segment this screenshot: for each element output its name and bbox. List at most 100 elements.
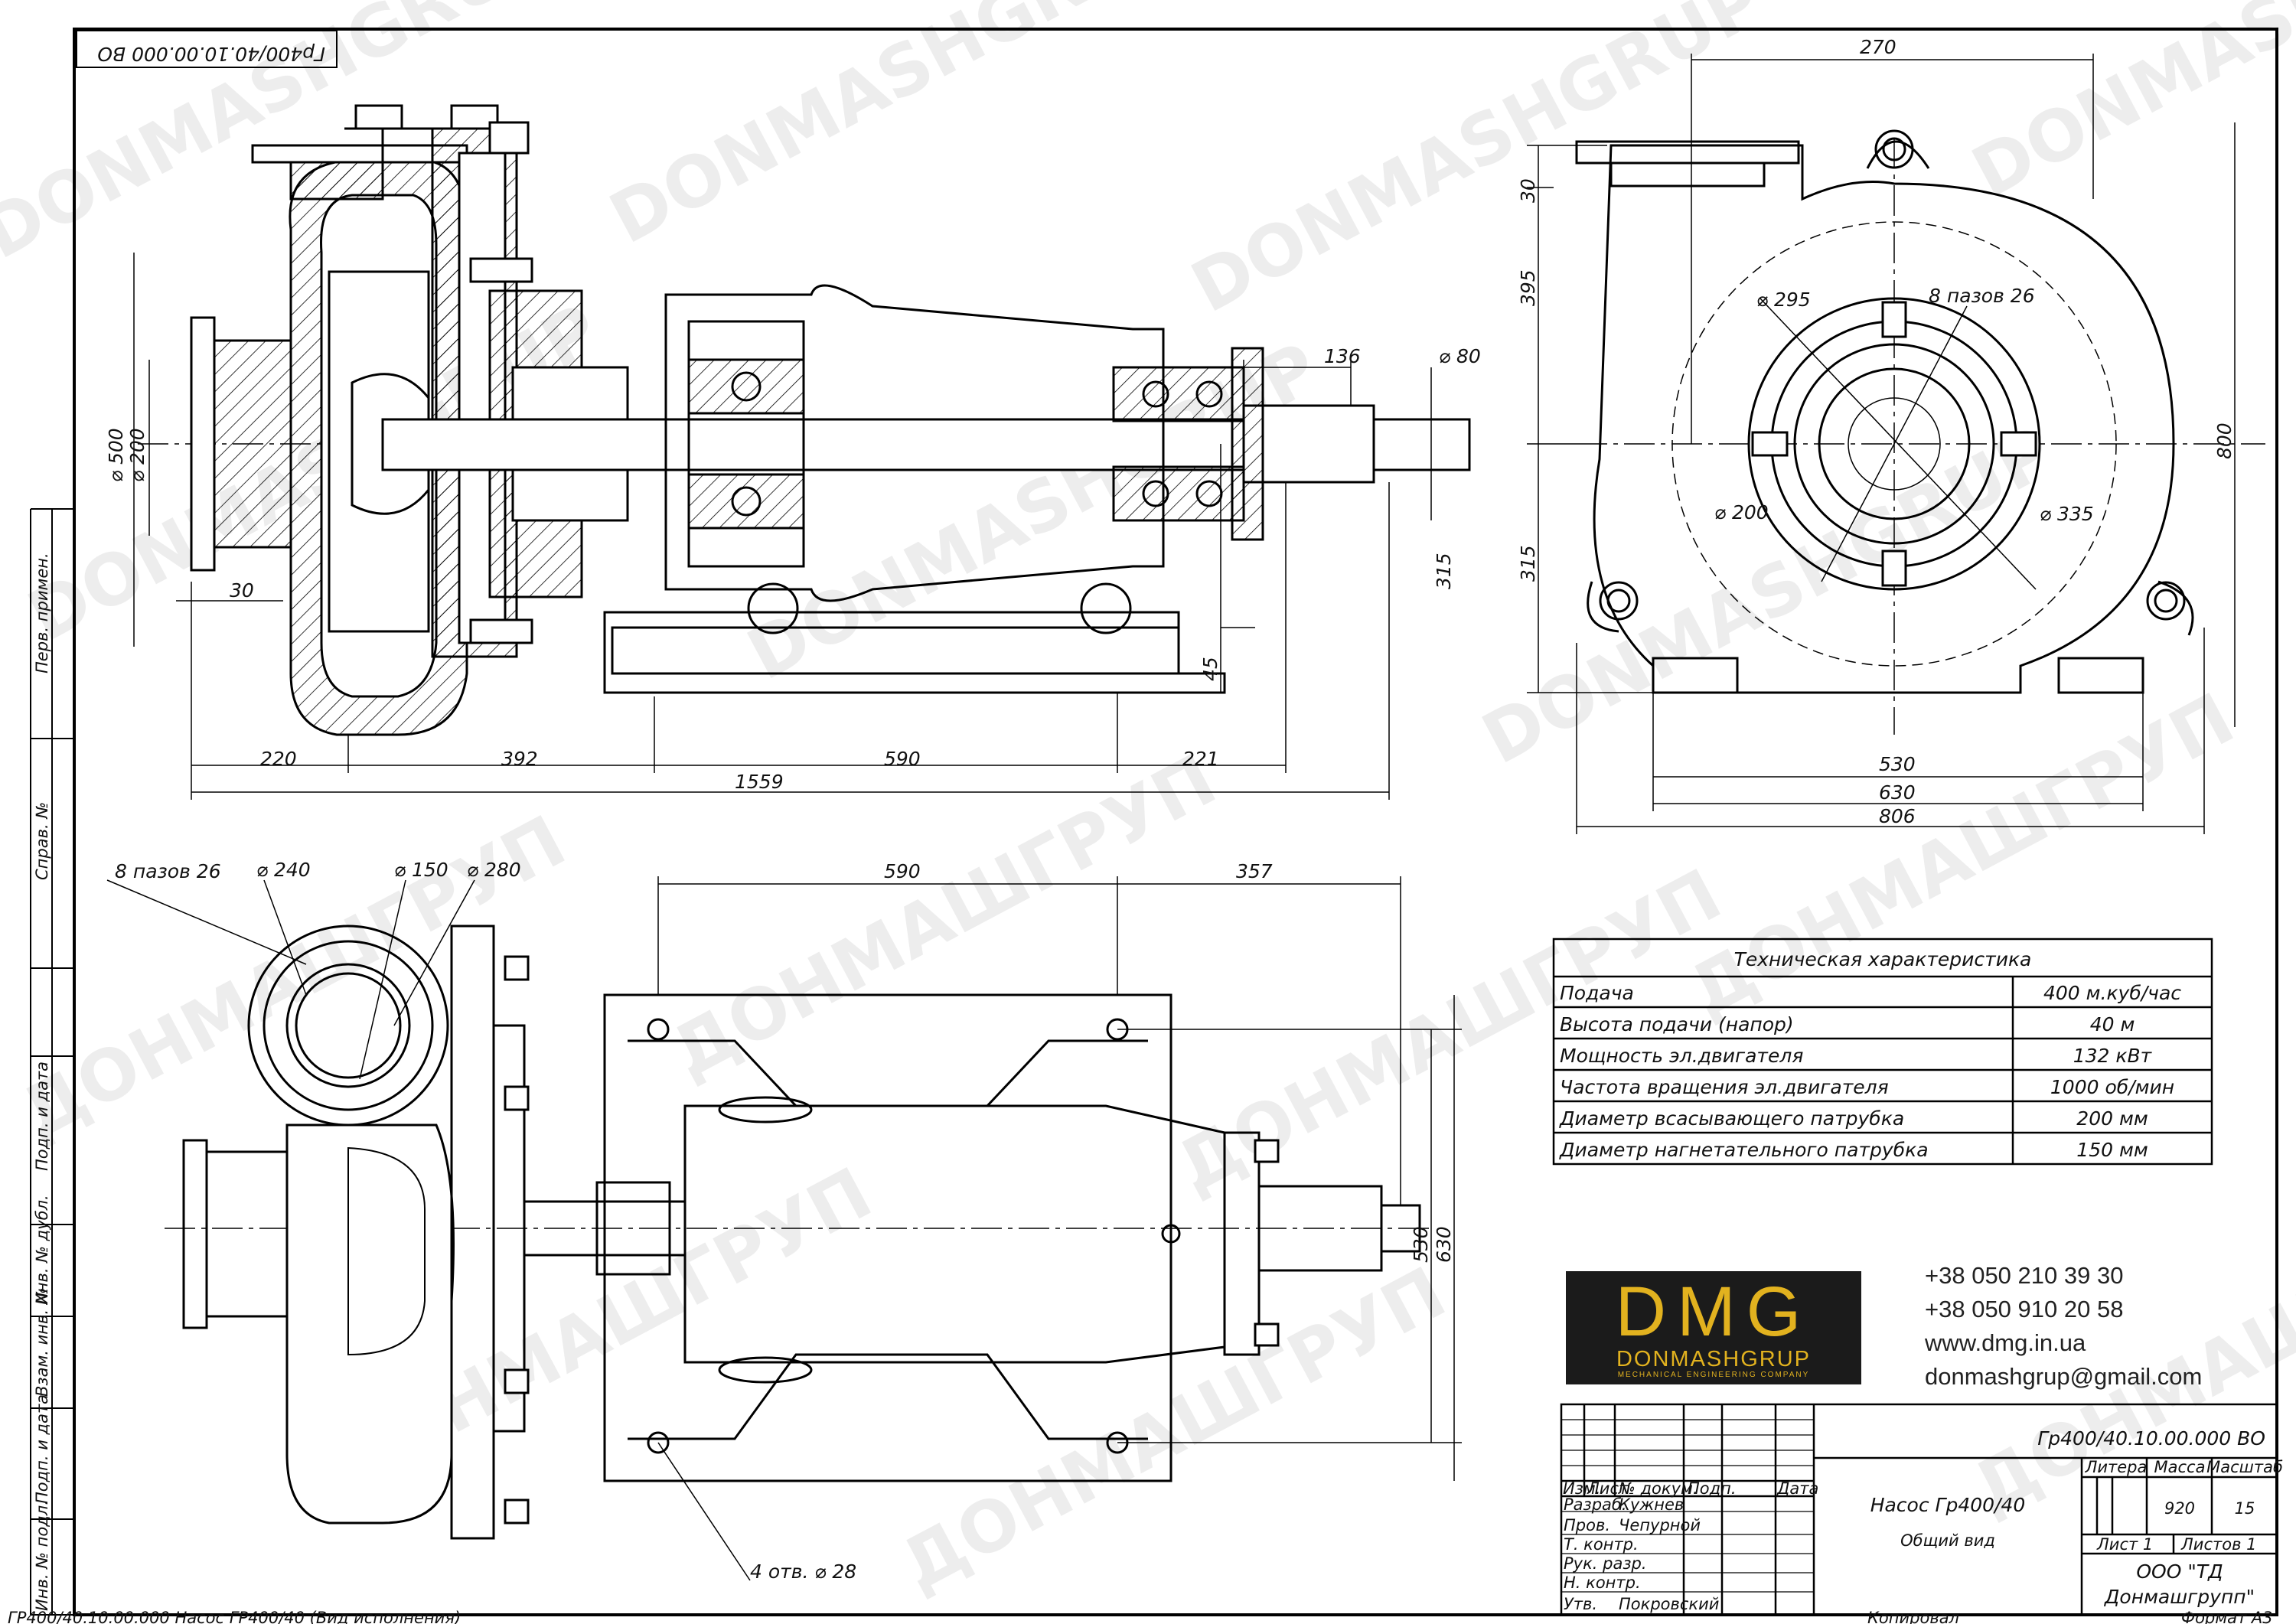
side-dim-395: 395 bbox=[1517, 269, 1539, 306]
watermark-text: ДОНМАШГРУП bbox=[888, 1251, 1459, 1606]
spec-row-value: 400 м.куб/час bbox=[2043, 982, 2181, 1004]
spec-row-param: Диаметр всасывающего патрубка bbox=[1559, 1107, 1904, 1130]
footer-note: ГР400/40.10.00.000 Насос ГР400/40 (Вид и… bbox=[8, 1609, 461, 1624]
top-dim-630: 630 bbox=[1433, 1226, 1455, 1263]
spec-row-param: Частота вращения эл.двигателя bbox=[1560, 1076, 1889, 1098]
dim-1559: 1559 bbox=[735, 771, 784, 793]
tb-izm: Изм. bbox=[1563, 1479, 1600, 1498]
rotated-code-text: Гр400/40.10.00.000 ВО bbox=[97, 43, 325, 65]
tb-row-name: Покровский bbox=[1619, 1595, 1719, 1613]
company-logo: DMG DONMASHGRUP MECHANICAL ENGINEERING C… bbox=[1566, 1271, 1861, 1384]
top-dim-dia240: ⌀ 240 bbox=[256, 859, 311, 881]
tb-row-role: Утв. bbox=[1564, 1595, 1597, 1613]
title-drawing-code: Гр400/40.10.00.000 ВО bbox=[2037, 1427, 2265, 1450]
side-view bbox=[1575, 129, 2265, 735]
footer-format: Формат А3 bbox=[2181, 1609, 2273, 1624]
tb-row-name: Кужнев bbox=[1619, 1495, 1684, 1514]
spec-title: Техническая характеристика bbox=[1734, 948, 2032, 970]
side-dim-530: 530 bbox=[1879, 753, 1916, 775]
dim-dia500: ⌀ 500 bbox=[105, 428, 127, 482]
spec-row-value: 200 мм bbox=[2076, 1107, 2148, 1130]
contact-website[interactable]: www.dmg.in.ua bbox=[1925, 1329, 2086, 1356]
top-dim-holes: 4 отв. ⌀ 28 bbox=[750, 1560, 856, 1583]
dim-136: 136 bbox=[1324, 345, 1361, 367]
watermark-text: DONMASHGRUP bbox=[597, 0, 1194, 259]
contact-email[interactable]: donmashgrup@gmail.com bbox=[1925, 1363, 2203, 1390]
top-dimension-lines bbox=[106, 876, 1462, 1581]
side-label-vzam: Взам. инв. № bbox=[33, 1287, 51, 1397]
top-dim-357: 357 bbox=[1236, 860, 1273, 882]
top-dim-dia150: ⌀ 150 bbox=[394, 859, 448, 881]
side-label-inv-dubl: Инв. № дубл. bbox=[33, 1195, 51, 1305]
side-dim-dia335: ⌀ 335 bbox=[2040, 503, 2094, 525]
top-view bbox=[165, 925, 1431, 1540]
tb-sheet: Лист 1 bbox=[2096, 1535, 2153, 1554]
side-dim-806: 806 bbox=[1879, 805, 1916, 827]
tb-scale-value: 15 bbox=[2235, 1499, 2255, 1518]
spec-row-param: Диаметр нагнетательного патрубка bbox=[1559, 1139, 1929, 1161]
spec-rows: Подача 400 м.куб/час Высота подачи (напо… bbox=[1559, 982, 2181, 1161]
tb-company-line2: Донмашгрупп" bbox=[2104, 1586, 2255, 1608]
front-section-view bbox=[138, 104, 1471, 736]
spec-row-value: 132 кВт bbox=[2073, 1045, 2153, 1067]
tb-row-name: Чепурной bbox=[1619, 1516, 1701, 1534]
tb-row-role: Н. контр. bbox=[1564, 1573, 1641, 1592]
watermark-text: DONMASHGRUP bbox=[1179, 0, 1776, 328]
logo-mid-text: DONMASHGRUP bbox=[1616, 1347, 1811, 1371]
dim-dia200: ⌀ 200 bbox=[126, 428, 148, 482]
logo-small-text: MECHANICAL ENGINEERING COMPANY bbox=[1617, 1371, 1810, 1379]
top-dim-530: 530 bbox=[1410, 1226, 1432, 1263]
side-dim-270: 270 bbox=[1860, 36, 1896, 58]
tb-massa-header: Масса bbox=[2154, 1458, 2206, 1476]
top-dim-590: 590 bbox=[884, 860, 921, 882]
side-dim-30: 30 bbox=[1517, 178, 1539, 203]
footer-copied: Копировал bbox=[1867, 1609, 1959, 1624]
spec-row-value: 150 мм bbox=[2076, 1139, 2148, 1161]
contact-block: +38 050 210 39 30 +38 050 910 20 58 www.… bbox=[1925, 1259, 2202, 1394]
dim-315: 315 bbox=[1433, 553, 1455, 589]
title-drawing-subtitle: Общий вид bbox=[1900, 1531, 1995, 1550]
side-dim-800: 800 bbox=[2213, 422, 2236, 459]
tb-doc: № докум. bbox=[1618, 1479, 1698, 1498]
top-dim-slots: 8 пазов 26 bbox=[115, 860, 221, 882]
dim-dia80: ⌀ 80 bbox=[1439, 345, 1481, 367]
dim-220: 220 bbox=[260, 748, 297, 770]
dim-392: 392 bbox=[501, 748, 538, 770]
title-drawing-name: Насос Гр400/40 bbox=[1870, 1494, 2026, 1516]
contact-phone-2: +38 050 910 20 58 bbox=[1925, 1296, 2124, 1322]
spec-row-param: Мощность эл.двигателя bbox=[1560, 1045, 1803, 1067]
front-dimension-lines bbox=[133, 253, 1432, 800]
side-label-podp2: Подп. и дата bbox=[33, 1394, 51, 1504]
tb-company-line1: ООО "ТД bbox=[2136, 1560, 2223, 1583]
tb-mass-value: 920 bbox=[2164, 1499, 2195, 1518]
side-dim-315: 315 bbox=[1517, 545, 1539, 582]
title-block bbox=[1560, 1403, 2278, 1616]
tb-list: Лист bbox=[1587, 1479, 1629, 1498]
tb-sign: Подп. bbox=[1688, 1479, 1737, 1498]
contact-phone-1: +38 050 210 39 30 bbox=[1925, 1262, 2124, 1289]
watermark-text: DONMASHGRUP bbox=[1959, 0, 2296, 214]
side-label-inv-podl: Инв. № подл. bbox=[33, 1500, 51, 1611]
side-dim-630: 630 bbox=[1879, 781, 1916, 804]
title-block-rows: Разраб. Кужнев Пров. Чепурной Т. контр. … bbox=[1564, 1495, 1719, 1613]
dim-590: 590 bbox=[884, 748, 921, 770]
spec-row-param: Высота подачи (напор) bbox=[1560, 1013, 1794, 1035]
watermark-text: ДОНМАШГРУП bbox=[1676, 677, 2247, 1032]
side-label-sprav: Справ. № bbox=[33, 802, 51, 880]
spec-row-value: 40 м bbox=[2090, 1013, 2135, 1035]
side-dim-dia200: ⌀ 200 bbox=[1714, 501, 1769, 523]
tb-row-role: Т. контр. bbox=[1564, 1535, 1639, 1554]
tb-date: Дата bbox=[1776, 1479, 1818, 1498]
spec-table bbox=[1552, 938, 2213, 1166]
spec-row-param: Подача bbox=[1560, 982, 1634, 1004]
side-label-perv: Перв. примен. bbox=[33, 553, 51, 673]
tb-masshtab-header: Масштаб bbox=[2206, 1458, 2283, 1476]
tb-litera-header: Литера bbox=[2085, 1458, 2148, 1476]
side-label-podp1: Подп. и дата bbox=[33, 1061, 51, 1171]
rotated-code-box: Гр400/40.10.00.000 ВО bbox=[76, 30, 338, 68]
tb-row-role: Пров. bbox=[1564, 1516, 1610, 1534]
top-dim-dia280: ⌀ 280 bbox=[467, 859, 521, 881]
dim-45: 45 bbox=[1199, 657, 1221, 681]
side-dim-dia295: ⌀ 295 bbox=[1756, 289, 1811, 311]
